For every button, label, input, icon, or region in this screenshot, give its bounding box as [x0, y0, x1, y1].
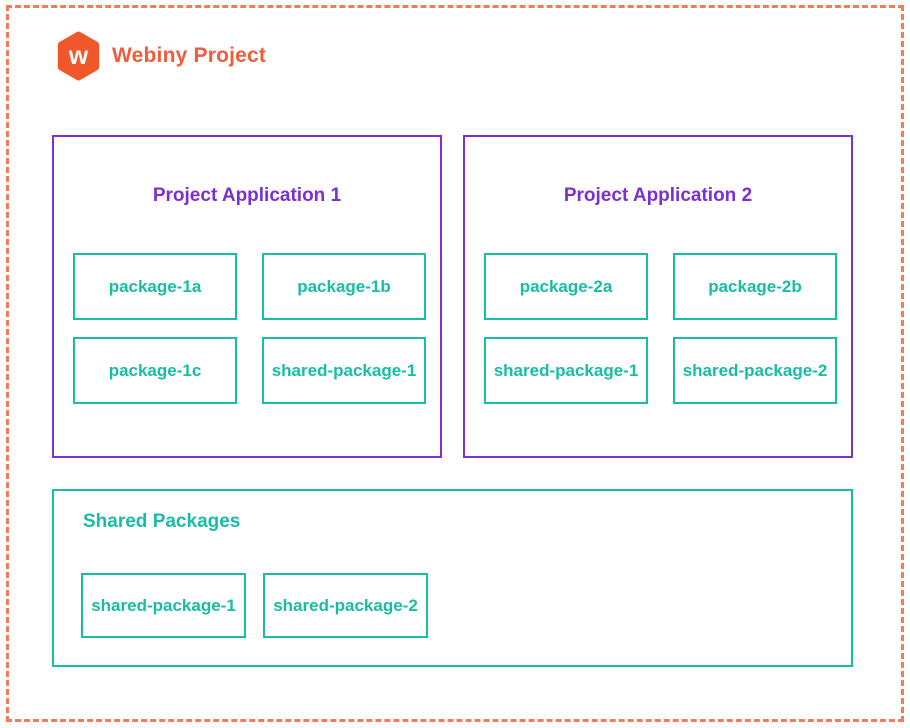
- webiny-logo-icon: w: [57, 31, 100, 81]
- package-box: package-1b: [262, 253, 426, 320]
- package-box: package-2a: [484, 253, 648, 320]
- application-1-packages: package-1a package-1b package-1c shared-…: [73, 253, 426, 404]
- package-box: package-1a: [73, 253, 237, 320]
- package-box: package-2b: [673, 253, 837, 320]
- application-2-title: Project Application 2: [563, 185, 753, 206]
- application-2-packages: package-2a package-2b shared-package-1 s…: [484, 253, 837, 404]
- package-box: shared-package-1: [81, 573, 246, 638]
- logo-letter: w: [68, 42, 89, 70]
- page-title: Webiny Project: [112, 44, 267, 67]
- application-1-title: Project Application 1: [152, 185, 342, 206]
- package-box: package-1c: [73, 337, 237, 404]
- application-box-2: Project Application 2 package-2a package…: [463, 135, 853, 458]
- shared-packages-box: Shared Packages shared-package-1 shared-…: [52, 489, 853, 667]
- shared-packages-list: shared-package-1 shared-package-2: [81, 573, 428, 638]
- package-box: shared-package-1: [484, 337, 648, 404]
- package-box: shared-package-2: [263, 573, 428, 638]
- package-box: shared-package-2: [673, 337, 837, 404]
- package-box: shared-package-1: [262, 337, 426, 404]
- shared-packages-title: Shared Packages: [83, 511, 241, 532]
- application-box-1: Project Application 1 package-1a package…: [52, 135, 442, 458]
- header: w Webiny Project: [55, 31, 266, 81]
